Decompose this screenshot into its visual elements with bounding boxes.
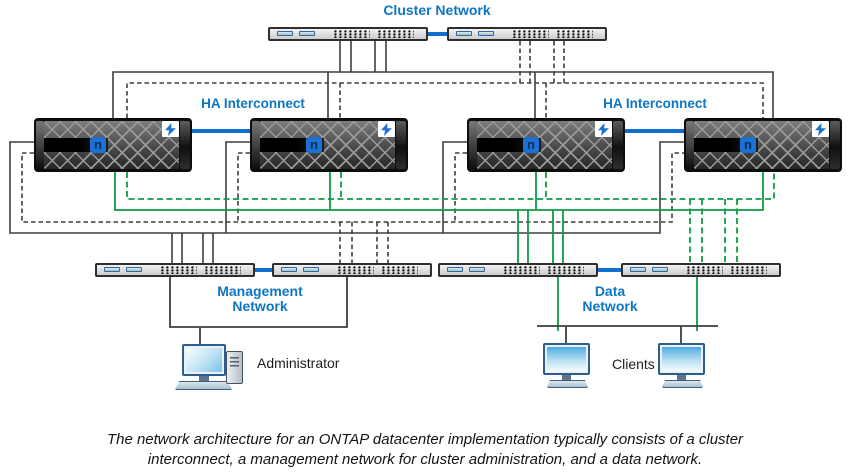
monitor-base: [662, 380, 703, 388]
lightning-bolt-icon: [812, 121, 829, 137]
data-switch-left: [438, 263, 598, 277]
clients-label: Clients: [612, 356, 655, 372]
controller-left-bezel: [36, 121, 44, 169]
tower-drive-slots: [230, 357, 239, 367]
lightning-bolt-icon: [162, 121, 179, 137]
monitor-stand: [199, 376, 209, 382]
storage-controller-3: n: [467, 118, 625, 172]
storage-controller-1: n: [34, 118, 192, 172]
controller-right-bezel: [830, 121, 840, 169]
data-solid-links: [114, 172, 764, 263]
monitor-screen: [547, 347, 586, 371]
management-switch-right: [272, 263, 432, 277]
monitor-screen: [662, 347, 701, 371]
port-grid-icon: [378, 30, 414, 38]
uplink-module-icon: [447, 267, 463, 272]
data-dashed-links: [126, 172, 775, 263]
caption-line-2: interconnect, a management network for c…: [147, 451, 703, 468]
client-monitor-2: [658, 343, 705, 375]
management-switch-left: [95, 263, 255, 277]
controller-left-bezel: [252, 121, 260, 169]
administrator-label: Administrator: [257, 355, 340, 371]
uplink-module-icon: [630, 267, 646, 272]
monitor-screen: [186, 348, 222, 372]
clients-bus-links: [537, 325, 718, 345]
uplink-module-icon: [456, 31, 472, 36]
port-grid-icon: [687, 266, 723, 274]
ha-interconnect-label-right: HA Interconnect: [603, 96, 707, 111]
uplink-module-icon: [277, 31, 293, 36]
data-switch-downlinks: [557, 277, 698, 331]
uplink-module-icon: [478, 31, 494, 36]
cluster-dashed-links: [126, 41, 764, 118]
uplink-module-icon: [652, 267, 668, 272]
port-grid-icon: [338, 266, 374, 274]
controller-right-bezel: [396, 121, 406, 169]
client-monitor-1: [543, 343, 590, 375]
controller-left-bezel: [686, 121, 694, 169]
management-network-label: Management Network: [217, 283, 303, 314]
uplink-module-icon: [126, 267, 142, 272]
uplink-module-icon: [104, 267, 120, 272]
controller-right-bezel: [180, 121, 190, 169]
uplink-module-icon: [281, 267, 297, 272]
controller-right-bezel: [613, 121, 623, 169]
storage-controller-2: n: [250, 118, 408, 172]
port-grid-icon: [513, 30, 549, 38]
ha-interconnect-label-left: HA Interconnect: [201, 96, 305, 111]
monitor-stand: [562, 375, 571, 380]
port-grid-icon: [382, 266, 418, 274]
storage-controller-4: n: [684, 118, 842, 172]
management-to-admin-links: [169, 277, 348, 346]
figure-caption: The network architecture for an ONTAP da…: [0, 430, 850, 470]
cluster-switch-left: [268, 27, 428, 41]
monitor-stand: [677, 375, 686, 380]
port-grid-icon: [334, 30, 370, 38]
admin-keyboard: [175, 381, 232, 390]
netapp-logo-icon: n: [740, 137, 756, 153]
management-dashed-links: [21, 152, 684, 263]
port-grid-icon: [557, 30, 593, 38]
netapp-logo-icon: n: [306, 137, 322, 153]
uplink-module-icon: [469, 267, 485, 272]
data-network-label: Data Network: [582, 283, 638, 314]
monitor-base: [547, 380, 588, 388]
switch-pair-links: [253, 32, 621, 272]
uplink-module-icon: [299, 31, 315, 36]
netapp-logo-icon: n: [523, 137, 539, 153]
lightning-bolt-icon: [595, 121, 612, 137]
administrator-monitor: [182, 344, 226, 376]
cluster-network-label: Cluster Network: [383, 2, 491, 18]
cluster-solid-links: [112, 41, 774, 118]
port-grid-icon: [161, 266, 197, 274]
port-grid-icon: [205, 266, 241, 274]
port-grid-icon: [504, 266, 540, 274]
caption-line-1: The network architecture for an ONTAP da…: [106, 431, 744, 448]
uplink-module-icon: [303, 267, 319, 272]
admin-tower: [226, 351, 243, 384]
netapp-logo-icon: n: [90, 137, 106, 153]
port-grid-icon: [731, 266, 767, 274]
management-solid-links: [9, 141, 684, 263]
cluster-switch-right: [447, 27, 607, 41]
lightning-bolt-icon: [378, 121, 395, 137]
port-grid-icon: [548, 266, 584, 274]
controller-left-bezel: [469, 121, 477, 169]
data-switch-right: [621, 263, 781, 277]
